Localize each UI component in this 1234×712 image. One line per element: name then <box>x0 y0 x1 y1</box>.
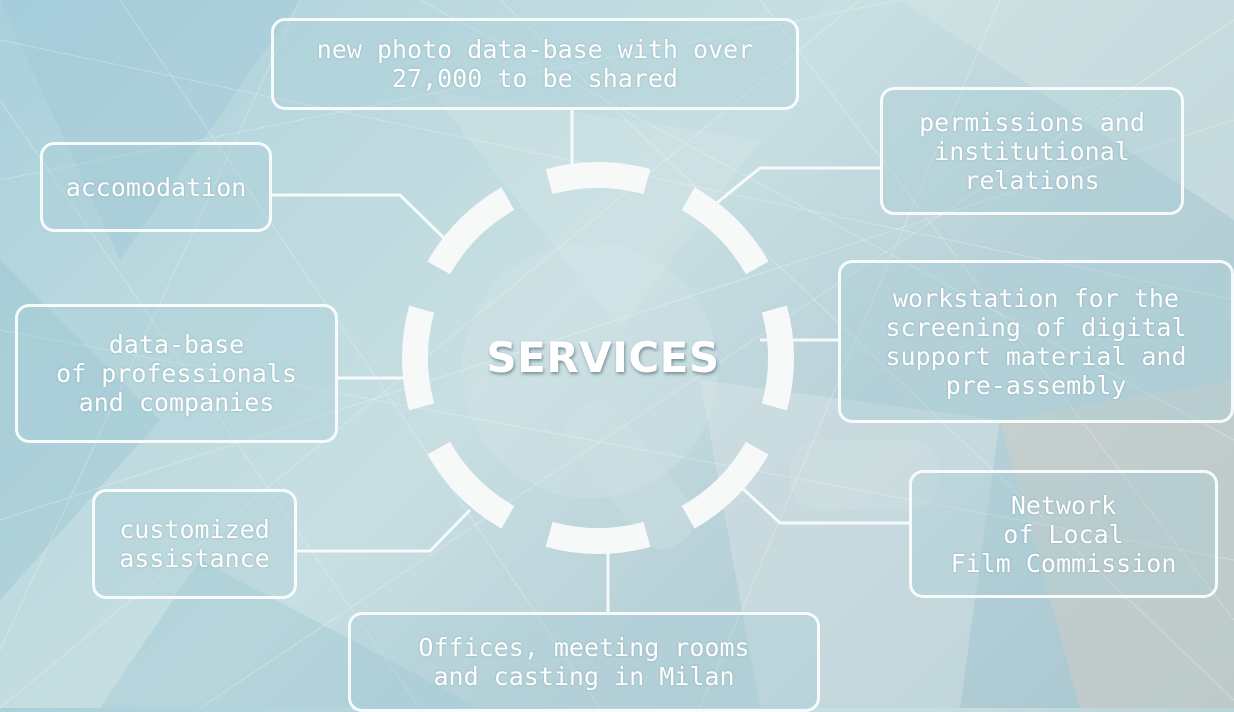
ring-segment <box>681 187 769 275</box>
node-assistance: customized assistance <box>92 489 297 599</box>
ring-segment <box>545 521 651 554</box>
ring-segment <box>761 305 794 411</box>
node-accomodation: accomodation <box>40 142 272 232</box>
connector-network <box>738 484 909 525</box>
node-permissions: permissions and institutional relations <box>880 87 1184 215</box>
ring-segment <box>427 187 515 275</box>
ring-segment <box>545 162 651 195</box>
node-workstation: workstation for the screening of digital… <box>838 260 1234 423</box>
node-photo-db: new photo data-base with over 27,000 to … <box>271 18 799 110</box>
node-network: Network of Local Film Commission <box>909 470 1218 598</box>
ring-segment <box>681 441 769 529</box>
services-title: SERVICES <box>486 332 720 382</box>
connector-assistance <box>297 508 472 553</box>
connector-permissions <box>707 166 880 212</box>
ring-segment <box>402 305 435 411</box>
connector-accomodation <box>272 193 448 242</box>
ring-segment <box>427 441 515 529</box>
node-offices: Offices, meeting rooms and casting in Mi… <box>348 612 820 712</box>
node-professionals-db: data-base of professionals and companies <box>15 304 338 443</box>
